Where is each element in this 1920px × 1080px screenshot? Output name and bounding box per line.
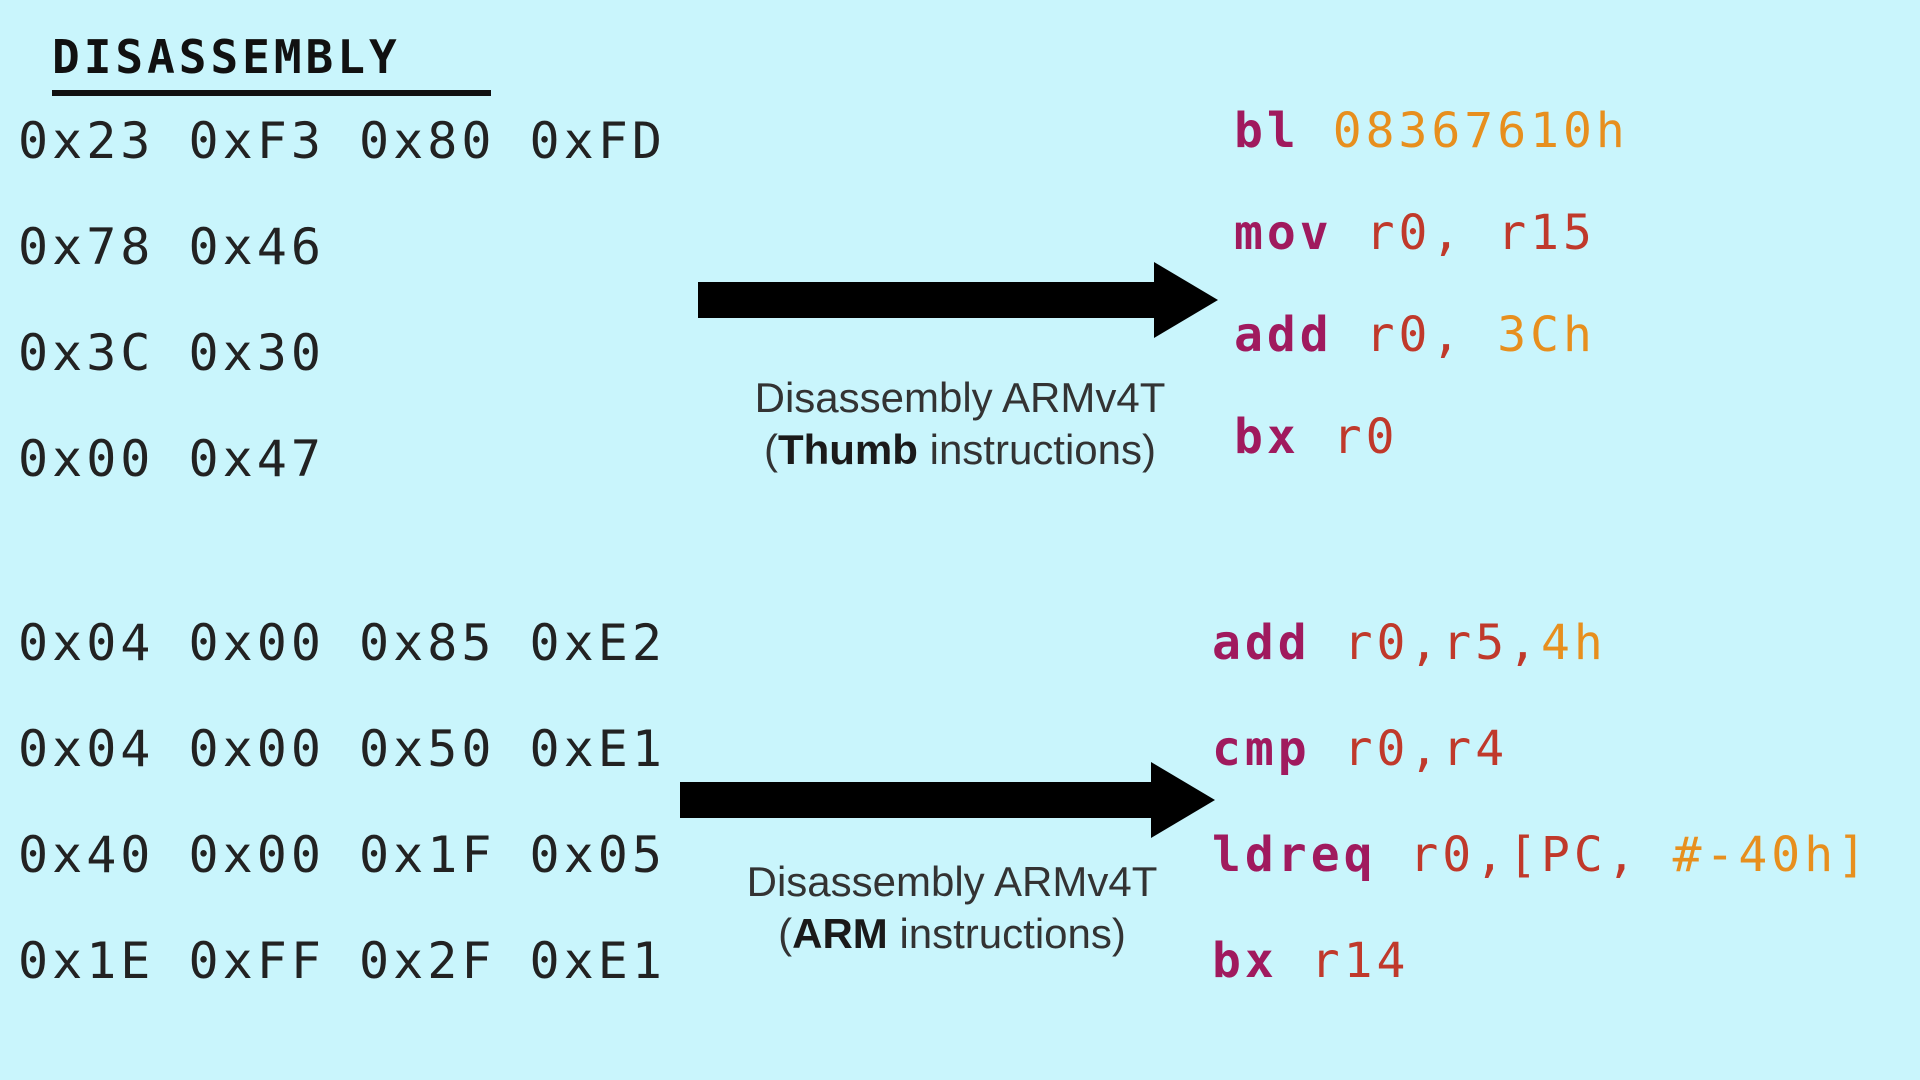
arm-arrow: [680, 762, 1215, 838]
byte-row: 0x78 0x46: [18, 218, 325, 276]
arrow-shaft: [680, 782, 1151, 818]
token-register: r0,r4: [1343, 721, 1509, 777]
instruction-row: bl 08367610h: [1234, 80, 1629, 182]
token-plain: [1311, 615, 1344, 671]
instruction-row: add r0,r5,4h: [1212, 590, 1870, 696]
label-prefix: (: [778, 910, 793, 957]
instruction-row: bx r14: [1212, 908, 1870, 1014]
byte-row: 0x3C 0x30: [18, 324, 325, 382]
token-plain: [1311, 721, 1344, 777]
label-bold-word: Thumb: [777, 426, 918, 473]
label-bold-word: ARM: [792, 910, 888, 957]
label-prefix: (: [763, 426, 778, 473]
token-mnemonic: ldreq: [1212, 827, 1377, 883]
arm-arrow-label-line2: (ARM instructions): [662, 908, 1242, 960]
token-mnemonic: add: [1212, 615, 1311, 671]
token-plain: [1377, 827, 1410, 883]
label-suffix: instructions): [917, 426, 1157, 473]
token-plain: [1278, 933, 1311, 989]
byte-row: 0x1E 0xFF 0x2F 0xE1: [18, 932, 666, 990]
instruction-row: add r0, 3Ch: [1234, 284, 1629, 386]
token-mnemonic: mov: [1234, 205, 1333, 261]
arrow-head-icon: [1151, 762, 1215, 838]
diagram-title: DISASSEMBLY: [52, 30, 491, 96]
thumb-arrow-label: Disassembly ARMv4T (Thumb instructions): [670, 372, 1250, 476]
byte-row: 0x40 0x00 0x1F 0x05: [18, 826, 666, 884]
token-register: r14: [1310, 933, 1410, 989]
token-mnemonic: bx: [1234, 409, 1300, 465]
thumb-arrow: [698, 262, 1218, 338]
token-plain: [1333, 307, 1366, 363]
thumb-arrow-label-line2: (Thumb instructions): [670, 424, 1250, 476]
label-suffix: instructions): [887, 910, 1126, 957]
token-mnemonic: add: [1234, 307, 1333, 363]
thumb-bytes-column: 0x23 0xF3 0x80 0xFD 0x78 0x46 0x3C 0x30 0x0…: [18, 88, 666, 512]
token-plain: [1300, 409, 1333, 465]
arrow-shaft: [698, 282, 1154, 318]
byte-row: 0x23 0xF3 0x80 0xFD: [18, 112, 666, 170]
token-register: r0,[PC,: [1409, 827, 1673, 883]
token-mnemonic: cmp: [1212, 721, 1311, 777]
byte-row: 0x00 0x47: [18, 430, 325, 488]
token-immediate: 08367610h: [1332, 103, 1629, 159]
token-register: r0,r5,: [1343, 615, 1541, 671]
arrow-head-icon: [1154, 262, 1218, 338]
instruction-row: mov r0, r15: [1234, 182, 1629, 284]
token-immediate: #-40h]: [1672, 827, 1870, 883]
token-mnemonic: bx: [1212, 933, 1278, 989]
instruction-row: cmp r0,r4: [1212, 696, 1870, 802]
token-immediate: 4h: [1541, 615, 1607, 671]
token-register: r0: [1332, 409, 1399, 465]
token-immediate: 3Ch: [1497, 307, 1596, 363]
instruction-row: ldreq r0,[PC, #-40h]: [1212, 802, 1870, 908]
arm-arrow-label-line1: Disassembly ARMv4T: [746, 858, 1158, 905]
token-register: r0, r15: [1365, 205, 1596, 261]
byte-row: 0x04 0x00 0x85 0xE2: [18, 614, 666, 672]
byte-row: 0x04 0x00 0x50 0xE1: [18, 720, 666, 778]
instruction-row: bx r0: [1234, 386, 1629, 488]
arm-arrow-label: Disassembly ARMv4T (ARM instructions): [662, 856, 1242, 960]
token-plain: [1333, 205, 1366, 261]
token-register: r0,: [1365, 307, 1498, 363]
token-mnemonic: bl: [1234, 103, 1300, 159]
token-plain: [1300, 103, 1333, 159]
thumb-arrow-label-line1: Disassembly ARMv4T: [754, 374, 1166, 421]
arm-bytes-column: 0x04 0x00 0x85 0xE2 0x04 0x00 0x50 0xE1 0x…: [18, 590, 666, 1014]
